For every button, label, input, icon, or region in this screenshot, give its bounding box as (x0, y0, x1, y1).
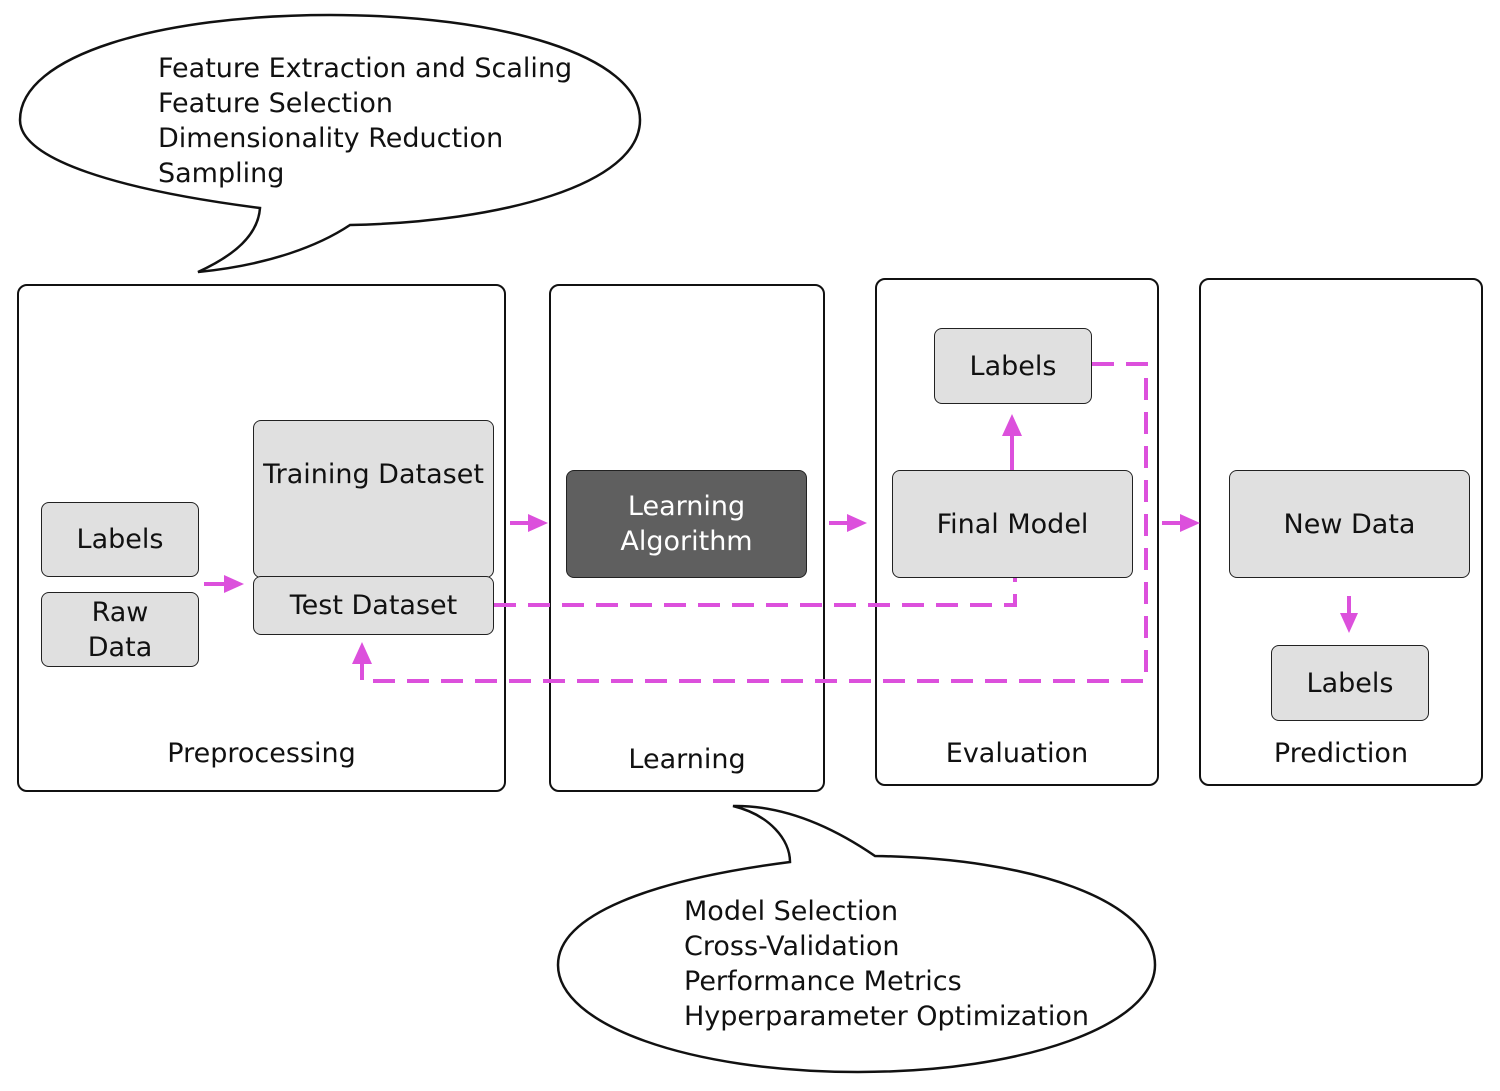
raw-data-line: Raw (91, 596, 149, 628)
preprocessing-bubble-text: Feature Extraction and Scaling Feature S… (158, 51, 572, 191)
learning-title: Learning (628, 744, 746, 775)
preprocessing-title: Preprocessing (167, 738, 356, 769)
bubble-line: Sampling (158, 158, 285, 189)
bubble-line: Feature Selection (158, 88, 394, 119)
arrow-learning-to-evaluation (829, 514, 867, 532)
prediction-labels-box: Labels (1271, 645, 1429, 721)
dashed-path-test-to-final-model (494, 578, 1017, 607)
bubble-line: Dimensionality Reduction (158, 123, 504, 154)
new-data-text: New Data (1283, 508, 1416, 540)
preprocessing-speech-bubble (18, 13, 642, 274)
final-model-text: Final Model (936, 508, 1089, 540)
test-dataset-box: Test Dataset (253, 576, 494, 635)
training-dataset-text: Training Dataset (263, 459, 484, 490)
evaluation-labels-box: Labels (934, 328, 1092, 404)
bubble-line: Feature Extraction and Scaling (158, 53, 573, 84)
dashed-path-labels-feedback (360, 362, 1148, 683)
prediction-title: Prediction (1273, 738, 1409, 769)
training-dataset-box: Training Dataset (253, 420, 494, 578)
learning-speech-bubble (556, 804, 1157, 1074)
arrow-final-model-to-labels (1002, 414, 1022, 470)
bubble-line: Cross-Validation (684, 931, 900, 962)
evaluation-title: Evaluation (945, 738, 1089, 769)
bubble-line: Performance Metrics (684, 966, 962, 997)
bubble-line: Model Selection (684, 896, 899, 927)
learning-algorithm-box: Learning Algorithm (566, 470, 807, 578)
arrow-inputs-to-datasets (204, 575, 244, 593)
final-model-box: Final Model (892, 470, 1133, 578)
raw-data-line: Data (87, 631, 153, 663)
raw-data-box: Raw Data (41, 592, 199, 667)
algorithm-line: Learning (627, 491, 746, 522)
arrow-training-to-learning (510, 514, 548, 532)
new-data-box: New Data (1229, 470, 1470, 578)
arrow-evaluation-to-prediction (1162, 514, 1200, 532)
algorithm-line: Algorithm (620, 526, 753, 557)
labels-text: Labels (1306, 667, 1394, 699)
test-dataset-text: Test Dataset (289, 590, 458, 621)
arrowhead-feedback-to-test (352, 642, 372, 664)
learning-bubble-text: Model Selection Cross-Validation Perform… (684, 894, 1089, 1034)
arrow-new-data-to-labels (1340, 596, 1358, 633)
labels-text: Labels (76, 524, 164, 555)
bubble-line: Hyperparameter Optimization (684, 1001, 1089, 1032)
preprocessing-labels-box: Labels (41, 502, 199, 577)
labels-text: Labels (969, 350, 1057, 382)
